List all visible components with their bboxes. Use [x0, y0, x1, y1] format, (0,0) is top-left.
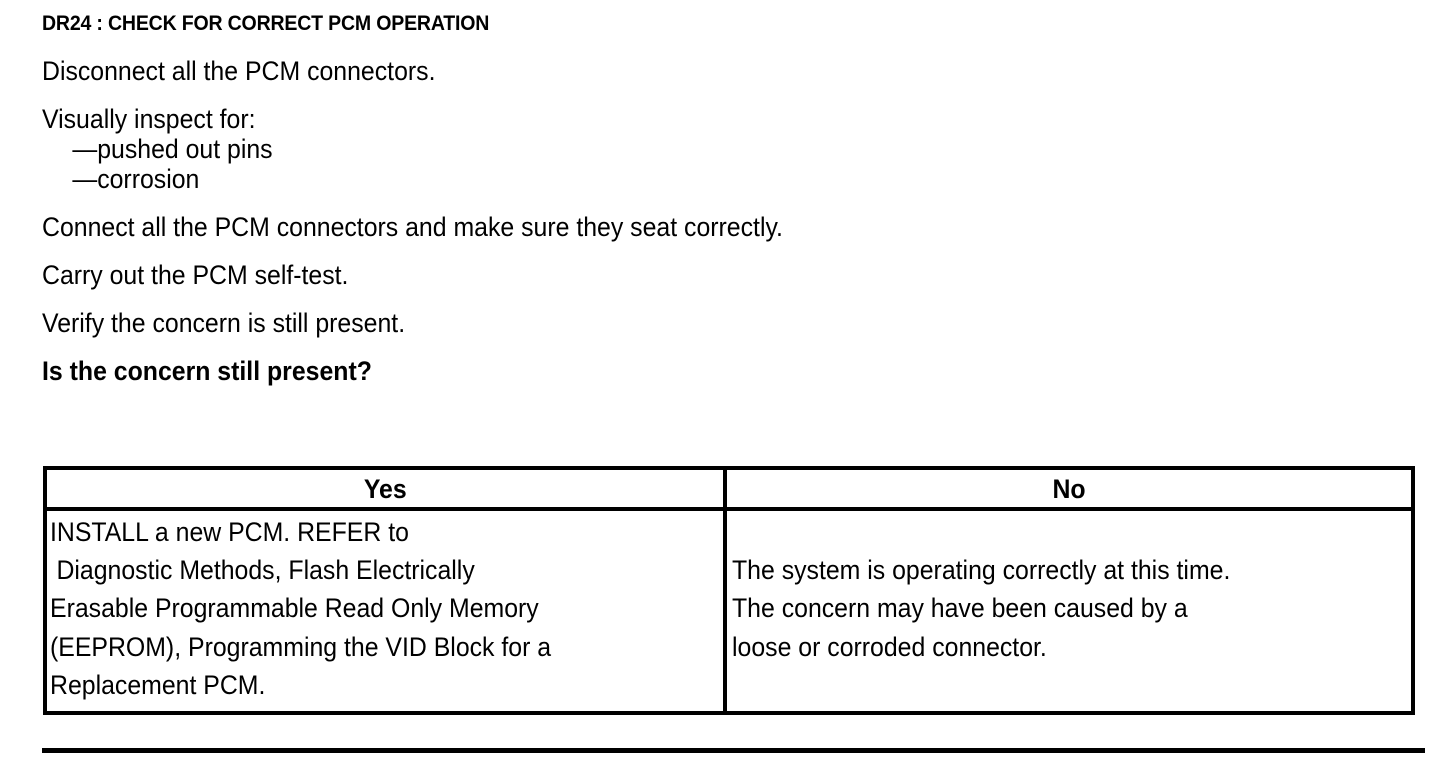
table-header-no: No: [727, 470, 1411, 507]
table-cell-no-action: The system is operating correctly at thi…: [727, 511, 1411, 711]
yes-line-3: Erasable Programmable Read Only Memory: [50, 593, 539, 624]
no-line-1: The system is operating correctly at thi…: [732, 555, 1231, 586]
yes-line-4: (EEPROM), Programming the VID Block for …: [50, 631, 552, 662]
footer-rule: [42, 748, 1425, 753]
yes-line-1: INSTALL a new PCM. REFER to: [50, 517, 409, 547]
page-title: DR24 : CHECK FOR CORRECT PCM OPERATION: [42, 12, 490, 35]
table-header-row: Yes No: [47, 470, 1411, 511]
decision-table: Yes No INSTALL a new PCM. REFER to Diagn…: [43, 466, 1415, 715]
step-line-1: Disconnect all the PCM connectors.: [42, 56, 436, 86]
no-line-2: The concern may have been caused by a: [732, 593, 1188, 624]
step-line-6: Carry out the PCM self-test.: [42, 260, 349, 290]
step-line-5: Connect all the PCM connectors and make …: [42, 212, 783, 242]
no-cell-text: The system is operating correctly at thi…: [732, 552, 1274, 667]
table-row: INSTALL a new PCM. REFER to Diagnostic M…: [47, 511, 1411, 711]
step-line-3: —pushed out pins: [72, 134, 273, 164]
step-line-2: Visually inspect for:: [42, 104, 256, 134]
table-header-yes: Yes: [47, 470, 727, 507]
no-line-3: loose or corroded connector.: [732, 631, 1047, 662]
decision-question: Is the concern still present?: [42, 356, 372, 386]
table-header-yes-label: Yes: [363, 474, 407, 504]
step-line-4: —corrosion: [72, 164, 200, 194]
table-header-no-label: No: [1052, 474, 1086, 504]
yes-line-5: Replacement PCM.: [50, 669, 266, 700]
step-line-7: Verify the concern is still present.: [42, 308, 406, 338]
yes-line-2: Diagnostic Methods, Flash Electrically: [56, 555, 475, 586]
table-cell-yes-action: INSTALL a new PCM. REFER to Diagnostic M…: [47, 511, 727, 711]
procedure-steps: Disconnect all the PCM connectors. Visua…: [42, 58, 1422, 385]
